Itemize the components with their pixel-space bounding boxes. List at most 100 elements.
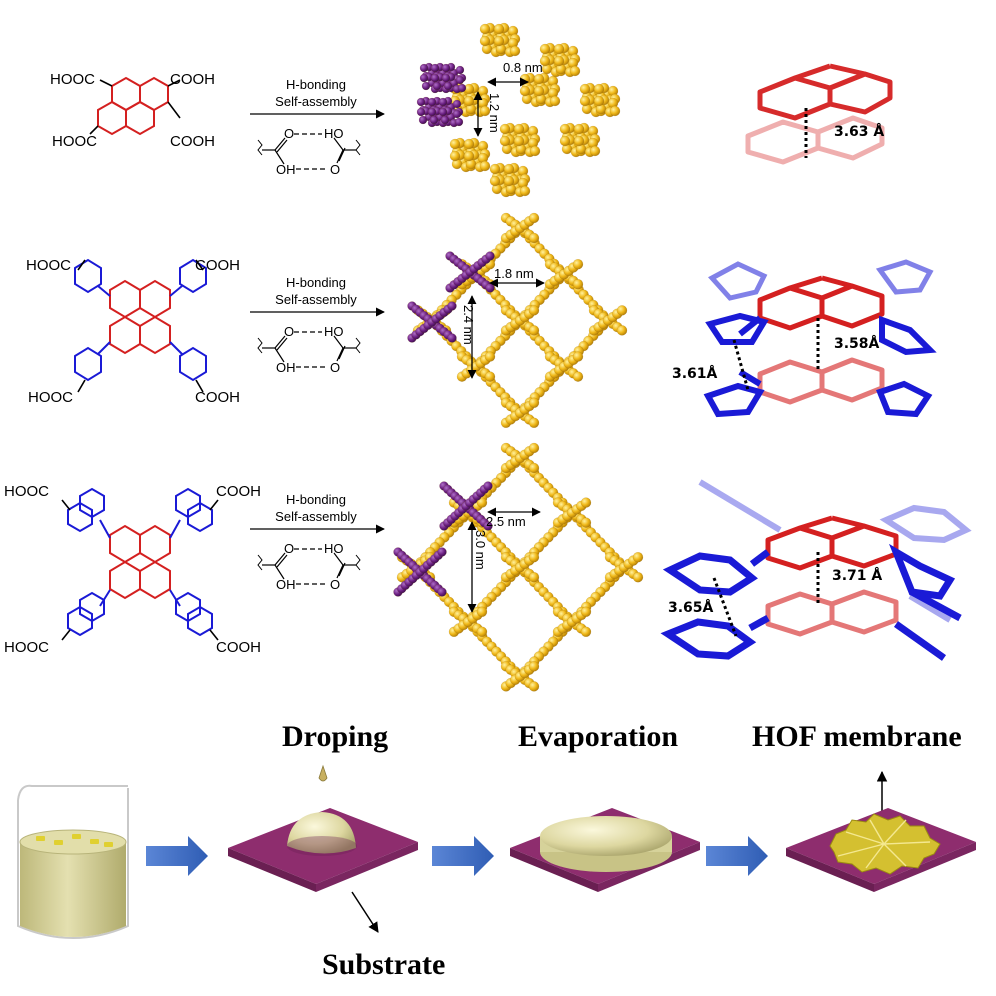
evaporation-stage: Evaporation bbox=[510, 720, 700, 892]
framework-atom bbox=[580, 497, 592, 508]
framework-atom bbox=[632, 571, 644, 583]
framework-atom bbox=[463, 138, 475, 150]
row-2-arrow-block: H-bonding Self-assembly O HO OH O bbox=[250, 275, 385, 375]
framework-atom bbox=[519, 185, 531, 197]
droping-stage: Droping Substrate bbox=[228, 720, 445, 981]
row-2-group-top-left: HOOC bbox=[26, 257, 71, 274]
framework-atom bbox=[539, 55, 551, 67]
framework-atom bbox=[493, 35, 505, 47]
row-2-pore-width: 1.8 nm bbox=[494, 266, 534, 281]
highlight-atom bbox=[429, 115, 439, 125]
framework-atom bbox=[528, 305, 540, 316]
framework-atom bbox=[609, 105, 621, 117]
framework-atom bbox=[509, 45, 521, 57]
row-1-dimer-oh: OH bbox=[276, 162, 296, 177]
framework-atom bbox=[572, 351, 584, 362]
framework-atom bbox=[528, 681, 540, 692]
row-2-dimensions: 1.8 nm 2.4 nm bbox=[461, 266, 545, 379]
row-2-dimer-o2: O bbox=[330, 360, 340, 375]
row-1-dimer-o: O bbox=[284, 126, 294, 141]
framework-atom bbox=[528, 232, 540, 244]
row-3-arrow-label-top: H-bonding bbox=[286, 492, 346, 507]
row-2-stacking-distance-a: 3.58Å bbox=[834, 335, 880, 352]
row-3-pore-width: 2.5 nm bbox=[486, 514, 526, 529]
highlight-atom bbox=[437, 587, 447, 597]
highlight-atom bbox=[447, 301, 457, 311]
highlight-atom bbox=[455, 75, 465, 85]
row-1-group-top-left: HOOC bbox=[50, 71, 95, 88]
row-3-dimensions: 2.5 nm 3.0 nm bbox=[467, 507, 541, 613]
framework-atom bbox=[463, 150, 475, 162]
row-2-stacking: 3.58Å 3.61Å bbox=[672, 259, 937, 418]
row-1-dimer-ho: HO bbox=[324, 126, 344, 141]
row-1-hbond-dimer: O HO OH O bbox=[257, 126, 361, 177]
highlight-atom bbox=[419, 63, 429, 73]
process-arrow-3 bbox=[706, 836, 768, 876]
framework-atom bbox=[489, 175, 501, 187]
framework-atom bbox=[580, 517, 592, 528]
row-1-pore-height: 1.2 nm bbox=[487, 93, 502, 133]
framework-atom bbox=[528, 417, 540, 429]
row-3-pore-height: 3.0 nm bbox=[473, 530, 488, 570]
framework-atom bbox=[503, 163, 515, 175]
droplet bbox=[318, 764, 328, 782]
framework-atom bbox=[493, 23, 505, 35]
row-3-hbond-dimer: O HO OH O bbox=[257, 541, 361, 592]
row-3-stacking: 3.71 Å 3.65Å bbox=[660, 479, 972, 661]
row-2-group-bottom-left: HOOC bbox=[28, 389, 73, 406]
framework-atom bbox=[528, 462, 540, 474]
framework-atom bbox=[528, 397, 540, 409]
highlight-atom bbox=[440, 115, 450, 125]
framework-atom bbox=[476, 497, 488, 508]
beaker bbox=[17, 784, 129, 939]
highlight-atom bbox=[418, 115, 428, 125]
row-3-framework bbox=[393, 442, 644, 692]
framework-atom bbox=[593, 95, 605, 107]
row-1-molecule: HOOC COOH HOOC COOH bbox=[50, 71, 215, 150]
row-2-stacking-distance-b: 3.61Å bbox=[672, 365, 718, 382]
highlight-atom bbox=[441, 63, 451, 73]
highlight-atom bbox=[427, 107, 437, 117]
highlight-atom bbox=[483, 481, 493, 491]
framework-atom bbox=[519, 85, 531, 97]
framework-atom bbox=[499, 123, 511, 135]
framework-atom bbox=[553, 55, 565, 67]
highlight-atom bbox=[437, 547, 447, 557]
row-1-group-bottom-right: COOH bbox=[170, 133, 215, 150]
row-2-group-top-right: COOH bbox=[195, 257, 240, 274]
framework-atom bbox=[513, 135, 525, 147]
highlight-atom bbox=[419, 73, 429, 83]
framework-atom bbox=[572, 371, 584, 382]
row-1-framework bbox=[416, 22, 621, 198]
row-3-molecule: HOOC COOH HOOC COOH bbox=[4, 483, 261, 656]
row-1-stacking-distance: 3.63 Å bbox=[834, 123, 884, 140]
row-3-arrow-label-bottom: Self-assembly bbox=[275, 509, 357, 524]
framework-atom bbox=[616, 305, 628, 316]
framework-atom bbox=[529, 145, 541, 157]
highlight-atom bbox=[455, 65, 465, 75]
highlight-atom bbox=[447, 333, 457, 343]
framework-atom bbox=[580, 606, 592, 618]
row-1-arrow-label-top: H-bonding bbox=[286, 77, 346, 92]
process-arrow-2 bbox=[432, 836, 494, 876]
framework-atom bbox=[503, 175, 515, 187]
highlight-atom bbox=[485, 283, 495, 293]
framework-atom bbox=[579, 95, 591, 107]
highlight-atom bbox=[452, 99, 462, 109]
framework-atom bbox=[569, 65, 581, 77]
row-3-stacking-distance-a: 3.71 Å bbox=[832, 567, 882, 584]
framework-atom bbox=[476, 626, 488, 638]
membrane-stage: HOF membrane bbox=[752, 720, 976, 892]
droping-label: Droping bbox=[282, 720, 388, 753]
highlight-atom bbox=[430, 63, 440, 73]
framework-atom bbox=[513, 123, 525, 135]
framework-atom bbox=[533, 85, 545, 97]
highlight-atom bbox=[441, 73, 451, 83]
highlight-atom bbox=[432, 81, 442, 91]
framework-atom bbox=[484, 351, 496, 362]
row-2-arrow-label-top: H-bonding bbox=[286, 275, 346, 290]
framework-atom bbox=[528, 551, 540, 563]
framework-atom bbox=[549, 95, 561, 107]
framework-atom bbox=[449, 138, 461, 150]
row-3-stacking-distance-b: 3.65Å bbox=[668, 599, 714, 616]
